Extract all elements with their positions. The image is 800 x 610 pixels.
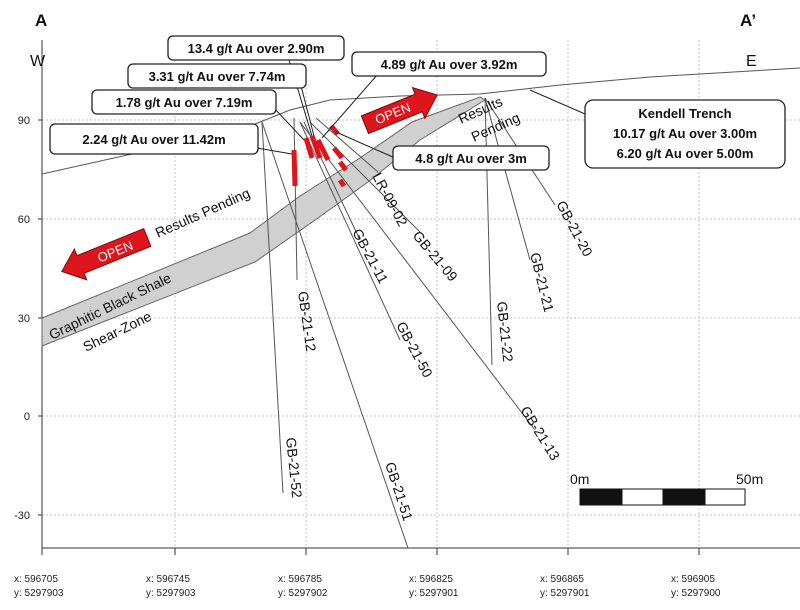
intercept-gb-21-11-b: [309, 135, 323, 159]
intercept-gb-21-09-a: [332, 146, 344, 160]
label-gb-21-50: GB-21-50: [393, 319, 436, 380]
direction-east: E: [746, 53, 757, 70]
intercept-gb-21-50: [315, 138, 331, 162]
kendell-line-2: 6.20 g/t Au over 5.00m: [617, 146, 754, 161]
callout-3-31-text: 3.31 g/t Au over 7.74m: [149, 69, 286, 84]
hole-gb-21-12-trace: [293, 117, 298, 281]
axes: [38, 40, 800, 555]
callout-13-4: 13.4 g/t Au over 2.90m: [167, 35, 345, 61]
y-tick-60: 60: [18, 214, 30, 226]
intercept-gb-21-13: [337, 178, 347, 188]
drill-holes: [261, 97, 556, 549]
hole-gb-21-13-trace: [299, 121, 536, 431]
y-tick-0: 0: [24, 411, 30, 423]
x-tick-2-y: y: 5297903: [146, 588, 196, 599]
x-tick-3-x: x: 596785: [278, 574, 322, 585]
intercept-gb-21-11-a: [303, 137, 315, 159]
open-arrow-left: OPEN: [61, 228, 152, 281]
callout-3-31: 3.31 g/t Au over 7.74m: [127, 63, 307, 89]
hole-gb-21-51-trace: [261, 121, 409, 549]
y-tick-90: 90: [18, 115, 30, 127]
label-gb-21-21: GB-21-21: [527, 251, 557, 314]
x-tick-5-y: y: 5297901: [540, 588, 590, 599]
callout-4-89-text: 4.89 g/t Au over 3.92m: [381, 57, 518, 72]
x-tick-4-y: y: 5297901: [409, 588, 459, 599]
x-tick-labels: x: 596705 y: 5297903 x: 596745 y: 529790…: [14, 574, 721, 599]
hole-gb-21-21-trace: [484, 97, 531, 261]
callout-4-8-text: 4.8 g/t Au over 3m: [415, 151, 527, 166]
callout-kendell-trench: Kendell Trench 10.17 g/t Au over 3.00m 6…: [584, 99, 786, 169]
scale-bar: 0m 50m: [570, 471, 763, 506]
hole-gb-21-50-trace: [299, 121, 401, 341]
kendell-title: Kendell Trench: [638, 106, 731, 121]
x-tick-5-x: x: 596865: [540, 574, 584, 585]
x-tick-1-x: x: 596705: [14, 574, 58, 585]
callout-4-8: 4.8 g/t Au over 3m: [392, 145, 550, 171]
callout-1-78-text: 1.78 g/t Au over 7.19m: [116, 95, 253, 110]
callout-2-24-text: 2.24 g/t Au over 11.42m: [82, 132, 225, 147]
direction-west: W: [30, 53, 46, 70]
hole-gb-21-22-trace: [484, 97, 493, 366]
callout-13-4-text: 13.4 g/t Au over 2.90m: [188, 41, 325, 56]
scale-bar-start: 0m: [570, 471, 589, 487]
y-tick-minus-30: -30: [14, 510, 30, 522]
callout-1-78: 1.78 g/t Au over 7.19m: [91, 89, 277, 115]
x-tick-3-y: y: 5297902: [278, 588, 328, 599]
label-lr-09-02: LR-09-02: [369, 170, 411, 229]
callout-2-24: 2.24 g/t Au over 11.42m: [49, 123, 259, 155]
section-label-a-prime: A’: [740, 11, 756, 30]
x-tick-6-y: y: 5297900: [671, 588, 721, 599]
x-tick-6-x: x: 596905: [671, 574, 715, 585]
label-gb-21-51: GB-21-51: [382, 460, 416, 523]
x-tick-1-y: y: 5297903: [14, 588, 64, 599]
hole-gb-21-09-trace: [309, 121, 421, 233]
label-gb-21-12: GB-21-12: [295, 290, 319, 353]
callout-4-89: 4.89 g/t Au over 3.92m: [351, 51, 547, 77]
intercept-gb-21-12: [291, 149, 298, 187]
label-gb-21-22: GB-21-22: [494, 301, 516, 363]
x-tick-2-x: x: 596745: [146, 574, 190, 585]
label-gb-21-20: GB-21-20: [553, 198, 596, 259]
label-gb-21-13: GB-21-13: [517, 403, 563, 463]
kendell-line-1: 10.17 g/t Au over 3.00m: [613, 126, 757, 141]
label-gb-21-11: GB-21-11: [349, 226, 391, 286]
intercept-gb-21-09-b: [338, 160, 348, 172]
results-pending-left: Results Pending: [153, 185, 253, 241]
hole-gb-21-52-trace: [261, 121, 284, 494]
x-tick-4-x: x: 596825: [409, 574, 453, 585]
label-gb-21-52: GB-21-52: [283, 437, 305, 499]
y-tick-30: 30: [18, 313, 30, 325]
hole-lr-09-02-trace: [315, 117, 379, 173]
scale-bar-end: 50m: [736, 471, 763, 487]
section-label-a: A: [35, 11, 47, 30]
